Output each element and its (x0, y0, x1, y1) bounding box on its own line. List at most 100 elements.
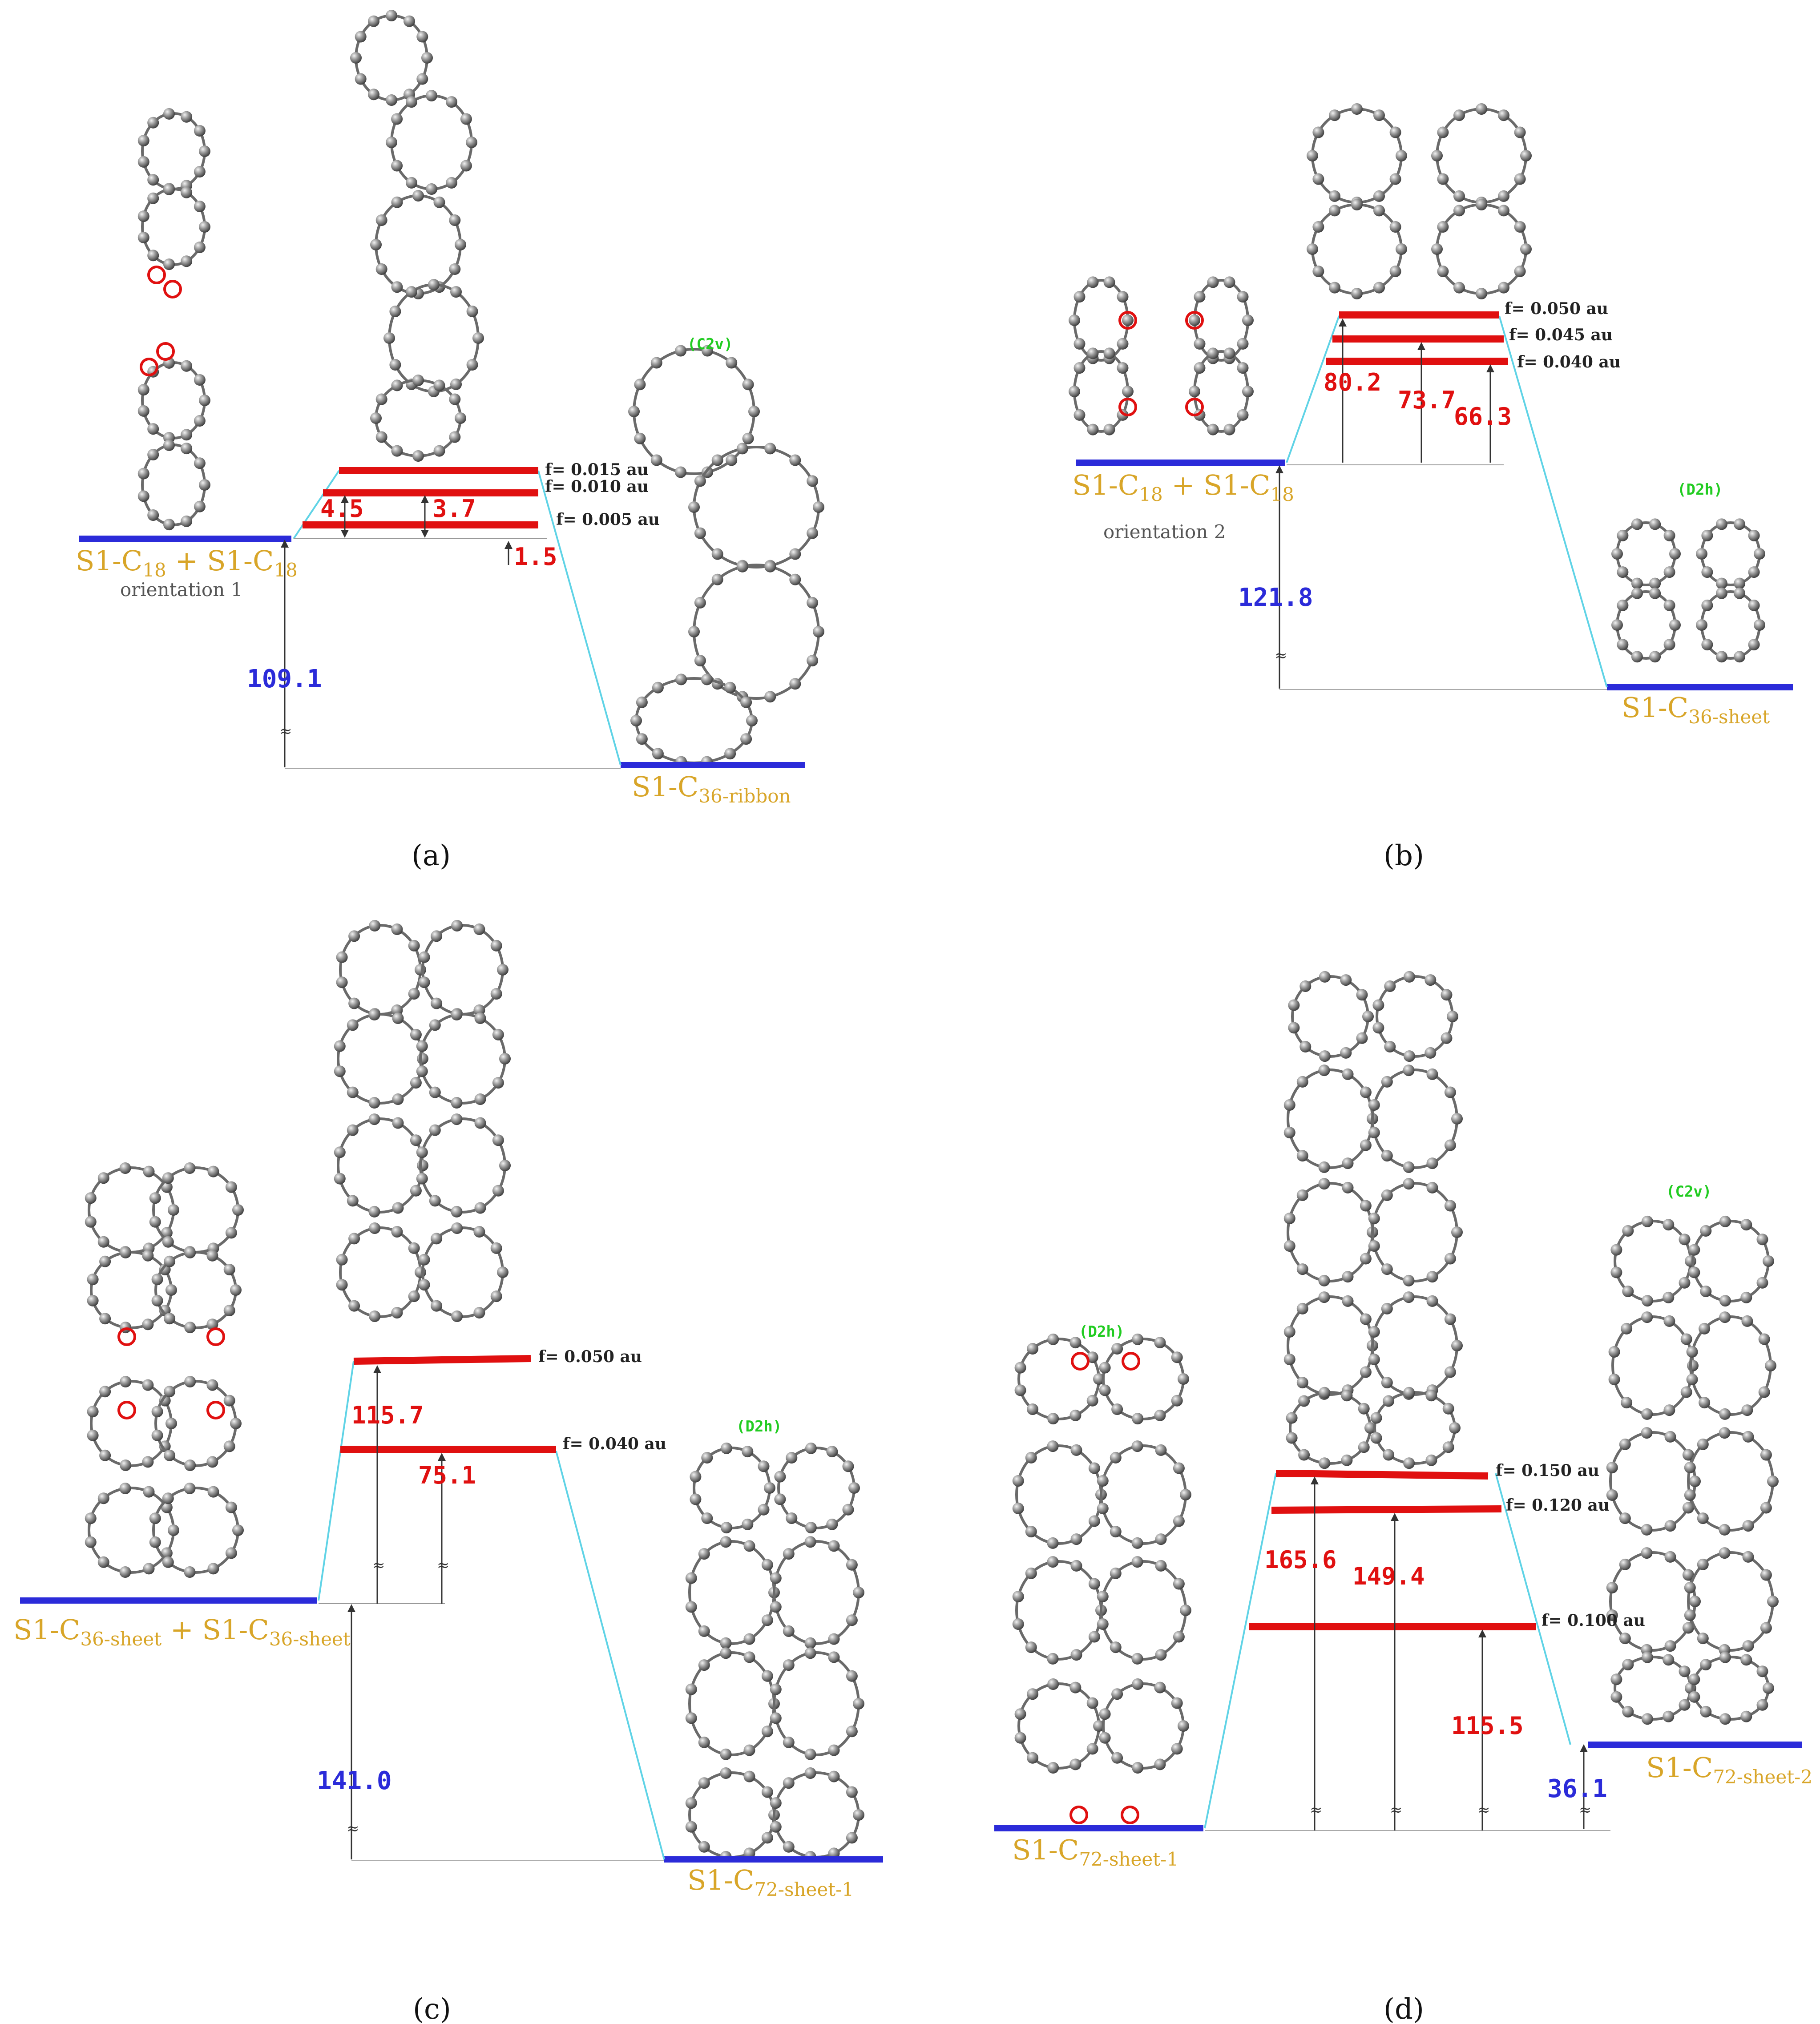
carbon-atom (1697, 1438, 1709, 1450)
carbon-atom (199, 145, 210, 157)
barrier-value-c-2: 75.1 (418, 1461, 476, 1489)
carbon-atom (1360, 1200, 1372, 1212)
carbon-atom (636, 696, 648, 708)
product-molecule-c (685, 1442, 864, 1863)
carbon-atom (1111, 1343, 1123, 1355)
carbon-atom (392, 1202, 404, 1214)
carbon-atom (119, 1162, 131, 1174)
carbon-atom (1329, 109, 1340, 121)
carbon-atom (1763, 1255, 1774, 1267)
carbon-atom (634, 432, 646, 444)
carbon-atom (375, 431, 387, 443)
carbon-atom (1180, 1605, 1191, 1616)
carbon-atom (1514, 126, 1526, 138)
carbon-atom (740, 696, 752, 708)
carbon-atom (194, 166, 206, 177)
carbon-atom (1097, 1618, 1109, 1630)
carbon-atom (1296, 1189, 1308, 1201)
carbon-atom (232, 1204, 244, 1216)
carbon-atom (743, 1847, 755, 1859)
excited-level-d-1 (1275, 1470, 1489, 1480)
carbon-atom (1173, 1462, 1185, 1474)
carbon-atom (426, 90, 437, 101)
carbon-atom (348, 997, 360, 1009)
carbon-atom (628, 406, 640, 417)
reaction-energy-d: 36.1 (1547, 1774, 1607, 1803)
carbon-atom (119, 1566, 131, 1578)
carbon-atom (1715, 577, 1727, 589)
carbon-atom (720, 1442, 732, 1454)
carbon-atom (1329, 282, 1340, 294)
carbon-atom (853, 1809, 864, 1821)
carbon-atom (142, 1250, 154, 1262)
approx-symbol-c-2: ≈ (437, 1556, 450, 1574)
carbon-atom (1171, 1351, 1183, 1363)
carbon-atom (698, 1736, 710, 1748)
carbon-atom (207, 1563, 219, 1575)
carbon-atom (1088, 1462, 1100, 1474)
carbon-atom (137, 210, 149, 222)
carbon-atom (147, 423, 159, 435)
carbon-atom (1715, 587, 1727, 599)
carbon-atom (1069, 1337, 1082, 1349)
carbon-atom (391, 379, 403, 391)
carbon-atom (1719, 1547, 1731, 1559)
carbon-atom (1426, 1068, 1438, 1080)
carbon-atom (813, 501, 824, 513)
carbon-atom (1688, 1266, 1700, 1278)
carbon-atom (761, 1670, 773, 1682)
carbon-ring-bond (693, 564, 820, 700)
carbon-atom (225, 1227, 237, 1239)
reactant-molecules-a (137, 108, 210, 531)
carbon-ring-bond (633, 348, 755, 475)
carbon-atom (1283, 1354, 1295, 1365)
carbon-atom (1426, 1157, 1438, 1169)
carbon-atom (149, 1512, 161, 1524)
carbon-atom (446, 177, 457, 189)
carbon-atom (1342, 1068, 1354, 1080)
carbon-atom (1319, 1387, 1331, 1399)
carbon-atom (1700, 1705, 1712, 1718)
carbon-atom (1622, 1286, 1634, 1297)
carbon-atom (1025, 1526, 1037, 1538)
carbon-atom (492, 1077, 504, 1089)
carbon-atom (1047, 1762, 1059, 1774)
carbon-atom (1173, 1515, 1185, 1527)
reaction-energy-a: 109.1 (247, 665, 322, 693)
carbon-ring-bond (355, 14, 428, 101)
connector-right-d (1495, 1473, 1571, 1745)
carbon-atom (711, 548, 723, 560)
carbon-atom (369, 1222, 381, 1234)
carbon-atom (1697, 1512, 1709, 1524)
carbon-atom (1370, 1432, 1382, 1444)
carbon-atom (1431, 243, 1443, 255)
carbon-atom (774, 1493, 786, 1505)
carbon-atom (1520, 150, 1532, 161)
carbon-atom (1444, 1253, 1456, 1265)
carbon-atom (1684, 1582, 1696, 1593)
carbon-atom (789, 573, 801, 585)
carbon-atom (1684, 1462, 1696, 1473)
carbon-atom (1760, 1622, 1772, 1634)
carbon-atom (789, 548, 801, 560)
carbon-atom (1288, 1022, 1300, 1034)
barrier-value-a-1: 4.5 (320, 495, 364, 523)
carbon-atom (828, 1540, 840, 1552)
carbon-atom (770, 1601, 782, 1613)
carbon-atom (428, 279, 440, 290)
carbon-atom (1426, 1181, 1438, 1193)
product-label-d: S1-C72-sheet-2 (1646, 1751, 1812, 1788)
carbon-atom (391, 923, 403, 935)
carbon-atom (764, 560, 776, 573)
carbon-atom (1237, 291, 1249, 303)
carbon-atom (207, 1486, 219, 1498)
carbon-atom (165, 1284, 177, 1296)
carbon-atom (391, 1226, 403, 1238)
carbon-atom (1194, 338, 1206, 350)
carbon-atom (416, 1146, 428, 1158)
carbon-atom (392, 1117, 404, 1129)
carbon-atom (807, 655, 819, 667)
carbon-atom (223, 1305, 235, 1316)
reactive-site-marker (117, 1401, 136, 1419)
carbon-atom (1087, 423, 1099, 435)
